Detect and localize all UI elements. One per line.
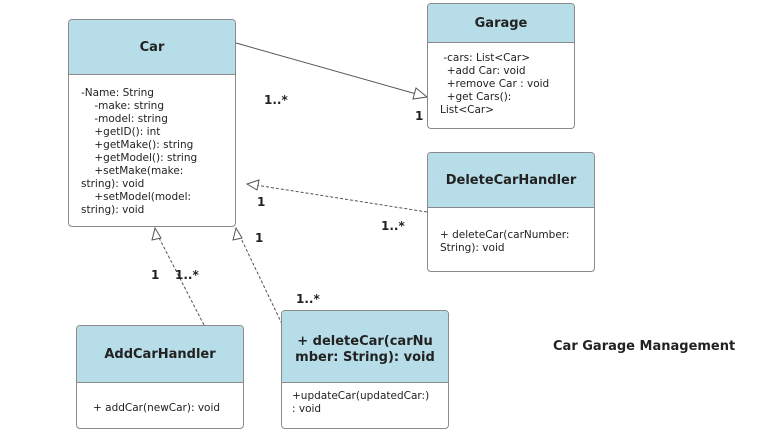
class-car-name: Car	[69, 20, 235, 75]
mult-delete-handler-car-end: 1	[257, 195, 266, 209]
class-member: -model: string	[81, 113, 168, 125]
class-member: +getMake(): string	[81, 139, 194, 151]
class-update-handler-members: +updateCar(updatedCar:): void	[282, 383, 448, 420]
mult-add-handler-car-end: 1	[151, 268, 160, 282]
class-add-car-handler-name: AddCarHandler	[77, 326, 243, 383]
delete-handler-car-dependency	[248, 183, 428, 213]
class-garage-name: Garage	[428, 4, 574, 43]
class-member: -cars: List<Car>	[440, 52, 531, 64]
class-member: +setModel(model:	[81, 191, 192, 203]
class-member: +remove Car : void	[440, 78, 550, 90]
class-member: -make: string	[81, 100, 164, 112]
mult-update-handler-car-end: 1	[255, 231, 264, 245]
mult-car-garage-garage-end: 1	[415, 109, 424, 123]
class-delete-car-handler[interactable]: DeleteCarHandler + deleteCar(carNumber:S…	[427, 152, 595, 272]
class-member: List<Car>	[440, 104, 495, 116]
mult-car-garage-car-end: 1..*	[264, 93, 288, 107]
class-member: String): void	[440, 242, 505, 254]
garage-arrowhead-icon	[412, 87, 429, 100]
update-handler-car-dependency	[236, 229, 283, 325]
class-member: +getID(): int	[81, 126, 161, 138]
class-member: : void	[292, 403, 322, 415]
class-member: +setMake(make:	[81, 165, 184, 177]
class-member: string): void	[81, 204, 145, 216]
class-add-car-handler[interactable]: AddCarHandler + addCar(newCar): void	[76, 325, 244, 429]
class-member: + addCar(newCar): void	[93, 402, 221, 414]
class-car-members: -Name: String -make: string -model: stri…	[69, 75, 235, 221]
class-member: string): void	[81, 178, 145, 190]
class-delete-car-handler-members: + deleteCar(carNumber:String): void	[428, 208, 594, 259]
class-member: +get Cars():	[440, 91, 512, 103]
diagram-title: Car Garage Management	[553, 339, 736, 354]
class-member: + deleteCar(carNumber:	[440, 229, 570, 241]
class-update-handler[interactable]: + deleteCar(carNumber: String): void +up…	[281, 310, 449, 429]
class-update-handler-name: + deleteCar(carNumber: String): void	[282, 311, 448, 383]
class-car[interactable]: Car -Name: String -make: string -model: …	[68, 19, 236, 227]
car-arrowhead-add-icon	[151, 226, 162, 241]
class-member: +getModel(): string	[81, 152, 198, 164]
car-arrowhead-delete-icon	[245, 179, 260, 191]
class-member: -Name: String	[81, 87, 154, 99]
class-member: +updateCar(updatedCar:)	[292, 390, 430, 402]
add-handler-car-dependency	[154, 229, 205, 326]
class-garage[interactable]: Garage -cars: List<Car> +add Car: void +…	[427, 3, 575, 129]
class-garage-members: -cars: List<Car> +add Car: void +remove …	[428, 43, 574, 121]
car-garage-association	[235, 42, 428, 98]
class-add-car-handler-members: + addCar(newCar): void	[77, 383, 243, 419]
class-member: +add Car: void	[440, 65, 526, 77]
car-arrowhead-update-icon	[232, 226, 243, 241]
class-delete-car-handler-name: DeleteCarHandler	[428, 153, 594, 208]
mult-delete-handler-handler-end: 1..*	[381, 219, 405, 233]
mult-add-handler-handler-end: 1..*	[175, 268, 199, 282]
mult-update-handler-handler-end: 1..*	[296, 292, 320, 306]
